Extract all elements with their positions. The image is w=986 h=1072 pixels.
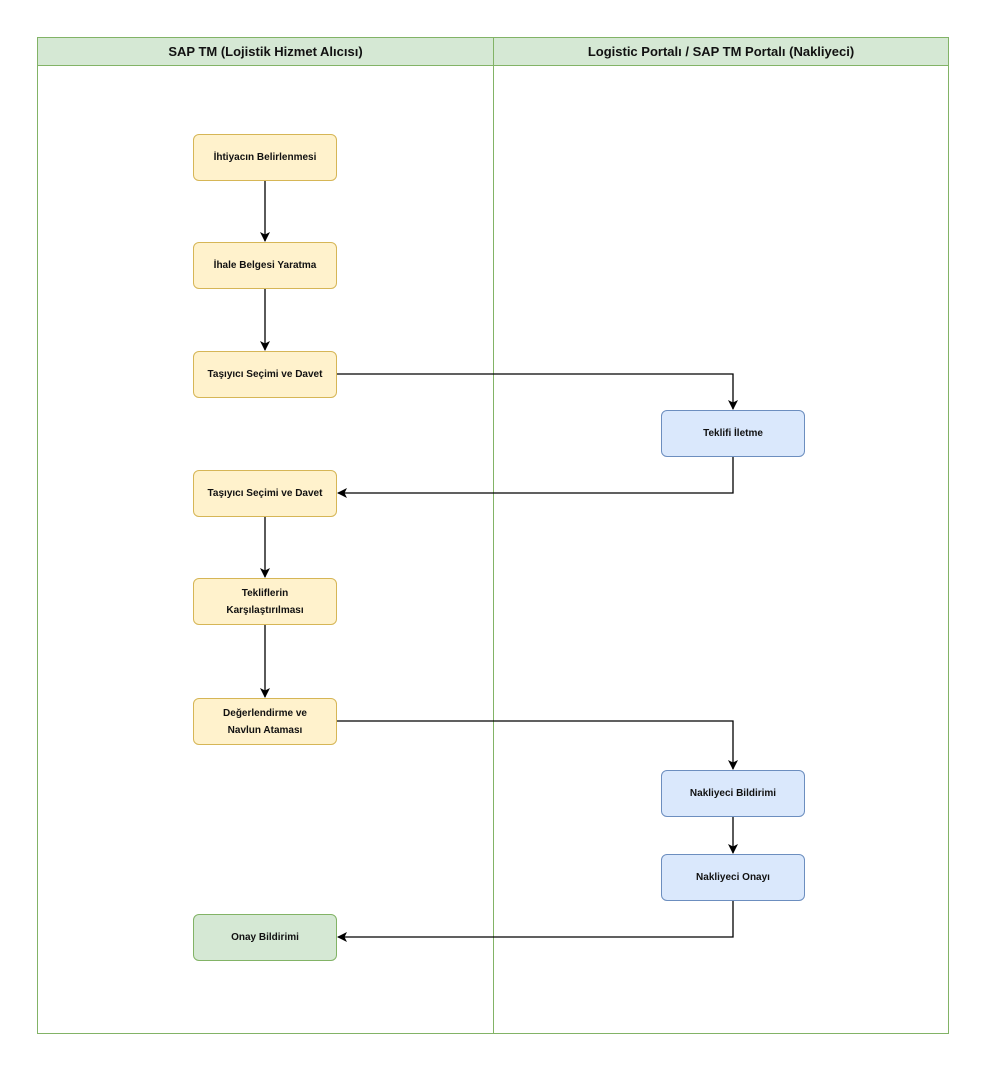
lane-carrier: Logistic Portalı / SAP TM Portalı (Nakli… (494, 38, 948, 1033)
node-nakliyeci-bildirimi[interactable]: Nakliyeci Bildirimi (661, 770, 805, 817)
node-teklifi-iletme[interactable]: Teklifi İletme (661, 410, 805, 457)
swimlane-pool: SAP TM (Lojistik Hizmet Alıcısı) Logisti… (37, 37, 949, 1034)
lane-carrier-header: Logistic Portalı / SAP TM Portalı (Nakli… (494, 38, 948, 66)
node-tasiyici-secimi-ve-davet-1[interactable]: Taşıyıcı Seçimi ve Davet (193, 351, 337, 398)
edge-n9-n10 (337, 901, 734, 942)
node-label: Nakliyeci Onayı (696, 872, 770, 883)
node-label: Nakliyeci Bildirimi (689, 788, 777, 799)
edge-n7-n8 (337, 720, 738, 770)
node-ihale-belgesi-yaratma[interactable]: İhale Belgesi Yaratma (193, 242, 337, 289)
node-onay-bildirimi[interactable]: Onay Bildirimi (193, 914, 337, 961)
node-label: Teklifi İletme (703, 428, 763, 439)
node-label: İhale Belgesi Yaratma (213, 260, 317, 271)
node-label: Onay Bildirimi (231, 932, 299, 943)
node-nakliyeci-onayi[interactable]: Nakliyeci Onayı (661, 854, 805, 901)
node-tekliflerin-karsilastirilmasi[interactable]: Tekliflerin Karşılaştırılması (193, 578, 337, 625)
lane-buyer: SAP TM (Lojistik Hizmet Alıcısı) (38, 38, 494, 1033)
node-label: İhtiyacın Belirlenmesi (213, 152, 317, 163)
lane-buyer-header: SAP TM (Lojistik Hizmet Alıcısı) (38, 38, 493, 66)
node-ihtiyacin-belirlenmesi[interactable]: İhtiyacın Belirlenmesi (193, 134, 337, 181)
edge-n3-n4 (337, 373, 738, 410)
node-degerlendirme-ve-navlun-atamasi[interactable]: Değerlendirme ve Navlun Ataması (193, 698, 337, 745)
node-label: Taşıyıcı Seçimi ve Davet (207, 488, 323, 499)
node-label: Tekliflerin Karşılaştırılması (226, 587, 304, 616)
node-label: Taşıyıcı Seçimi ve Davet (207, 369, 323, 380)
node-label: Değerlendirme ve Navlun Ataması (223, 707, 307, 736)
node-tasiyici-secimi-ve-davet-2[interactable]: Taşıyıcı Seçimi ve Davet (193, 470, 337, 517)
edge-n4-n5 (337, 457, 734, 498)
